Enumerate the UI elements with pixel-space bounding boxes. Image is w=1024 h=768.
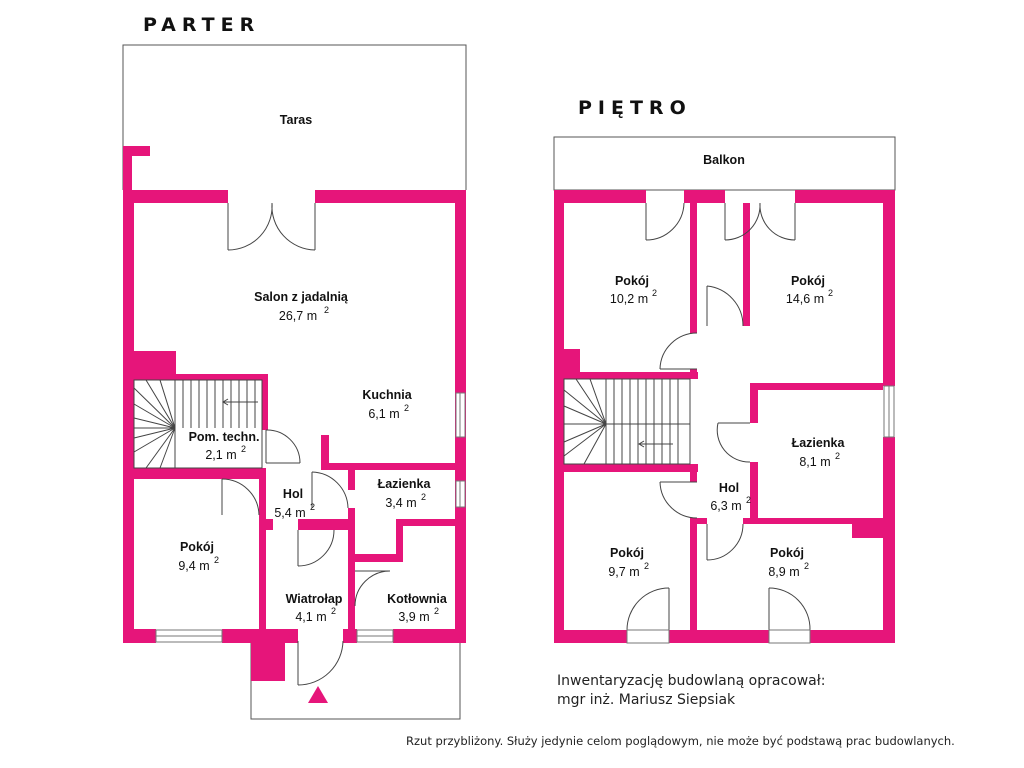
room-area: 3,9 m <box>398 610 429 624</box>
ground-windows <box>155 392 466 643</box>
room-name: Pokój <box>180 540 214 554</box>
ground-staircase <box>133 379 263 469</box>
area-unit-exponent: 2 <box>828 288 833 298</box>
ground-room-labels: Salon z jadalnią 26,7 m 2 Kuchnia 6,1 m … <box>178 290 448 624</box>
room-name: Pokój <box>615 274 649 288</box>
room-name: Pokój <box>610 546 644 560</box>
room-name: Łazienka <box>792 436 846 450</box>
room-area: 9,4 m <box>178 559 209 573</box>
terrace-post <box>123 146 150 156</box>
room-area: 10,2 m <box>610 292 648 306</box>
room-name: Pokój <box>770 546 804 560</box>
ground-interior-walls <box>134 351 455 630</box>
area-unit-exponent: 2 <box>404 403 409 413</box>
area-unit-exponent: 2 <box>652 288 657 298</box>
area-unit-exponent: 2 <box>434 606 439 616</box>
upper-windows <box>883 385 895 438</box>
room-name: Hol <box>283 487 303 501</box>
area-unit-exponent: 2 <box>324 305 329 315</box>
balcony-label: Balkon <box>703 153 745 167</box>
terrace-post <box>123 146 132 190</box>
room-area: 4,1 m <box>295 610 326 624</box>
ground-doors <box>221 202 391 686</box>
terrace-label: Taras <box>280 113 312 127</box>
ground-outer-walls <box>123 190 466 643</box>
area-unit-exponent: 2 <box>644 561 649 571</box>
author-note-line-1: Inwentaryzację budowlaną opracował: <box>557 673 826 689</box>
room-name: Kotłownia <box>387 592 448 606</box>
room-area: 26,7 m <box>279 309 317 323</box>
area-unit-exponent: 2 <box>241 444 246 454</box>
area-unit-exponent: 2 <box>331 606 336 616</box>
room-name: Kuchnia <box>362 388 412 402</box>
ground-floor-plan: PARTER Taras <box>122 14 467 720</box>
upper-interior-walls <box>564 203 883 630</box>
disclaimer: Rzut przybliżony. Służy jedynie celom po… <box>406 734 955 748</box>
room-name: Wiatrołap <box>286 592 343 606</box>
room-name: Pom. techn. <box>189 430 260 444</box>
room-area: 8,9 m <box>768 565 799 579</box>
upper-floor-plan: PIĘTRO Balkon <box>553 97 896 644</box>
upper-room-labels: Pokój 10,2 m 2 Pokój 14,6 m 2 Łazienka 8… <box>608 274 845 579</box>
upper-staircase <box>563 378 691 465</box>
upper-door-frames <box>626 629 811 644</box>
room-area: 6,3 m <box>710 499 741 513</box>
ground-floor-title: PARTER <box>143 14 260 36</box>
room-area: 3,4 m <box>385 496 416 510</box>
room-name: Salon z jadalnią <box>254 290 349 304</box>
entrance-arrow-icon <box>308 686 328 703</box>
area-unit-exponent: 2 <box>804 561 809 571</box>
area-unit-exponent: 2 <box>835 451 840 461</box>
author-note: Inwentaryzację budowlaną opracował: mgr … <box>557 672 825 710</box>
author-note-line-2: mgr inż. Mariusz Siepsiak <box>557 692 736 708</box>
ground-entrance <box>250 643 461 720</box>
room-name: Hol <box>719 481 739 495</box>
room-area: 2,1 m <box>205 448 236 462</box>
terrace <box>122 44 467 190</box>
room-area: 5,4 m <box>274 506 305 520</box>
upper-doors <box>626 202 811 631</box>
upper-floor-title: PIĘTRO <box>578 97 692 119</box>
upper-outer-walls <box>554 190 895 643</box>
area-unit-exponent: 2 <box>310 502 315 512</box>
room-name: Pokój <box>791 274 825 288</box>
area-unit-exponent: 2 <box>421 492 426 502</box>
area-unit-exponent: 2 <box>746 495 751 505</box>
room-area: 14,6 m <box>786 292 824 306</box>
room-name: Łazienka <box>378 477 432 491</box>
room-area: 6,1 m <box>368 407 399 421</box>
room-area: 9,7 m <box>608 565 639 579</box>
room-area: 8,1 m <box>799 455 830 469</box>
area-unit-exponent: 2 <box>214 555 219 565</box>
